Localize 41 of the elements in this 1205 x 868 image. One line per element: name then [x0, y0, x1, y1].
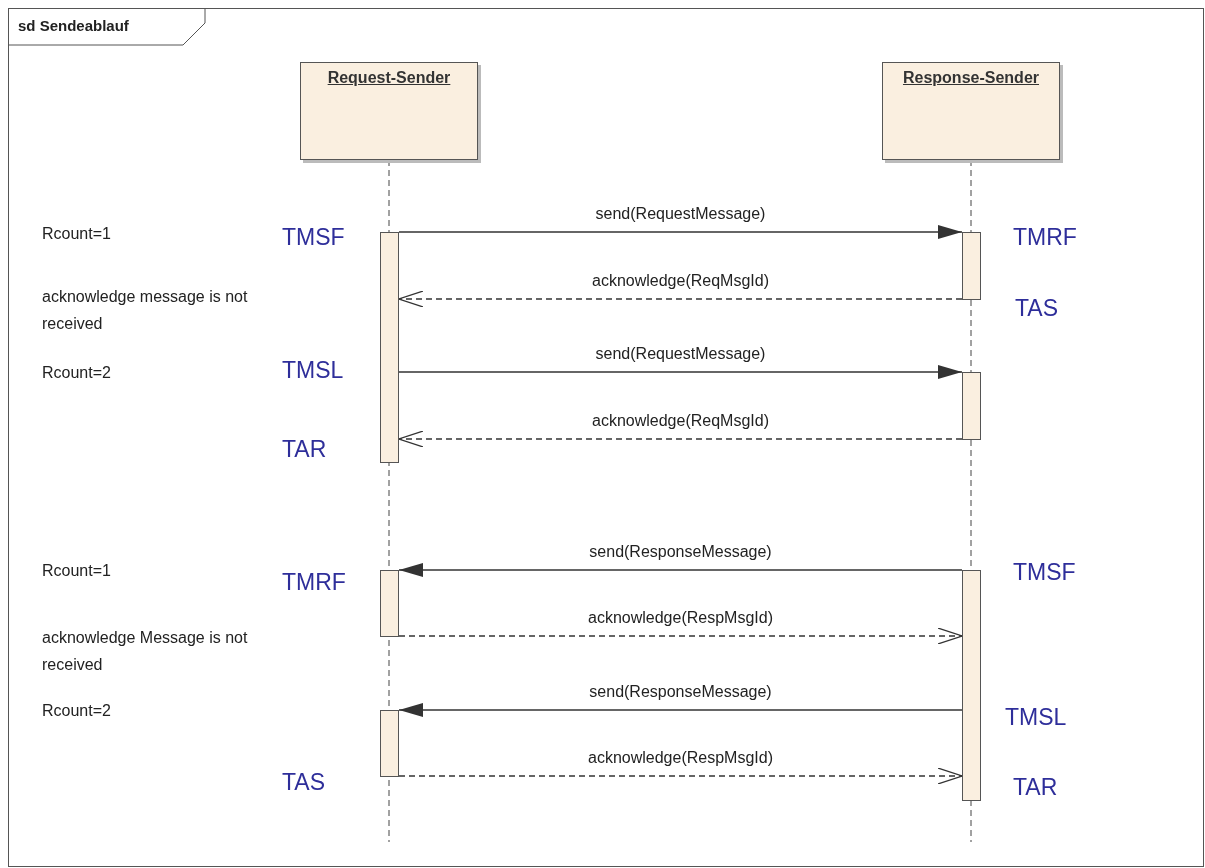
timer-label: TMSF [1013, 558, 1076, 586]
note-text: Rcount=2 [42, 362, 112, 383]
activation-bar [380, 710, 399, 777]
timer-label: TAS [282, 768, 326, 796]
note-text: acknowledge message is not received [42, 287, 249, 334]
edge-label: send(ResponseMessage) [587, 683, 774, 701]
message-arrow [398, 430, 963, 448]
message-arrow [398, 767, 963, 785]
lifeline-head: Request-Sender [300, 62, 478, 160]
timer-label: TAR [282, 435, 327, 463]
message-arrow [398, 627, 963, 645]
activation-bar [962, 232, 981, 300]
note-text: acknowledge Message is not received [42, 628, 249, 675]
frame-title: sd Sendeablauf [18, 17, 129, 34]
edge-label: send(RequestMessage) [593, 345, 768, 363]
message-arrow [398, 703, 963, 717]
activation-bar [380, 232, 399, 463]
timer-label: TMRF [1013, 223, 1077, 251]
edge-label: acknowledge(RespMsgId) [586, 749, 775, 767]
timer-label: TMRF [282, 568, 346, 596]
edge-label: acknowledge(RespMsgId) [586, 609, 775, 627]
lifeline-head: Response-Sender [882, 62, 1060, 160]
activation-bar [962, 372, 981, 440]
note-text: Rcount=2 [42, 700, 112, 721]
message-arrow [398, 365, 963, 379]
edge-label: acknowledge(ReqMsgId) [590, 272, 771, 290]
edge-label: send(RequestMessage) [593, 205, 768, 223]
timer-label: TAS [1015, 294, 1059, 322]
activation-bar [962, 570, 981, 801]
timer-label: TMSL [1005, 703, 1067, 731]
message-arrow [398, 290, 963, 308]
timer-label: TMSF [282, 223, 345, 251]
timer-label: TMSL [282, 356, 344, 384]
message-arrow [398, 225, 963, 239]
note-text: Rcount=1 [42, 223, 112, 244]
timer-label: TAR [1013, 773, 1058, 801]
note-text: Rcount=1 [42, 560, 112, 581]
activation-bar [380, 570, 399, 637]
message-arrow [398, 563, 963, 577]
edge-label: send(ResponseMessage) [587, 543, 774, 561]
edge-label: acknowledge(ReqMsgId) [590, 412, 771, 430]
